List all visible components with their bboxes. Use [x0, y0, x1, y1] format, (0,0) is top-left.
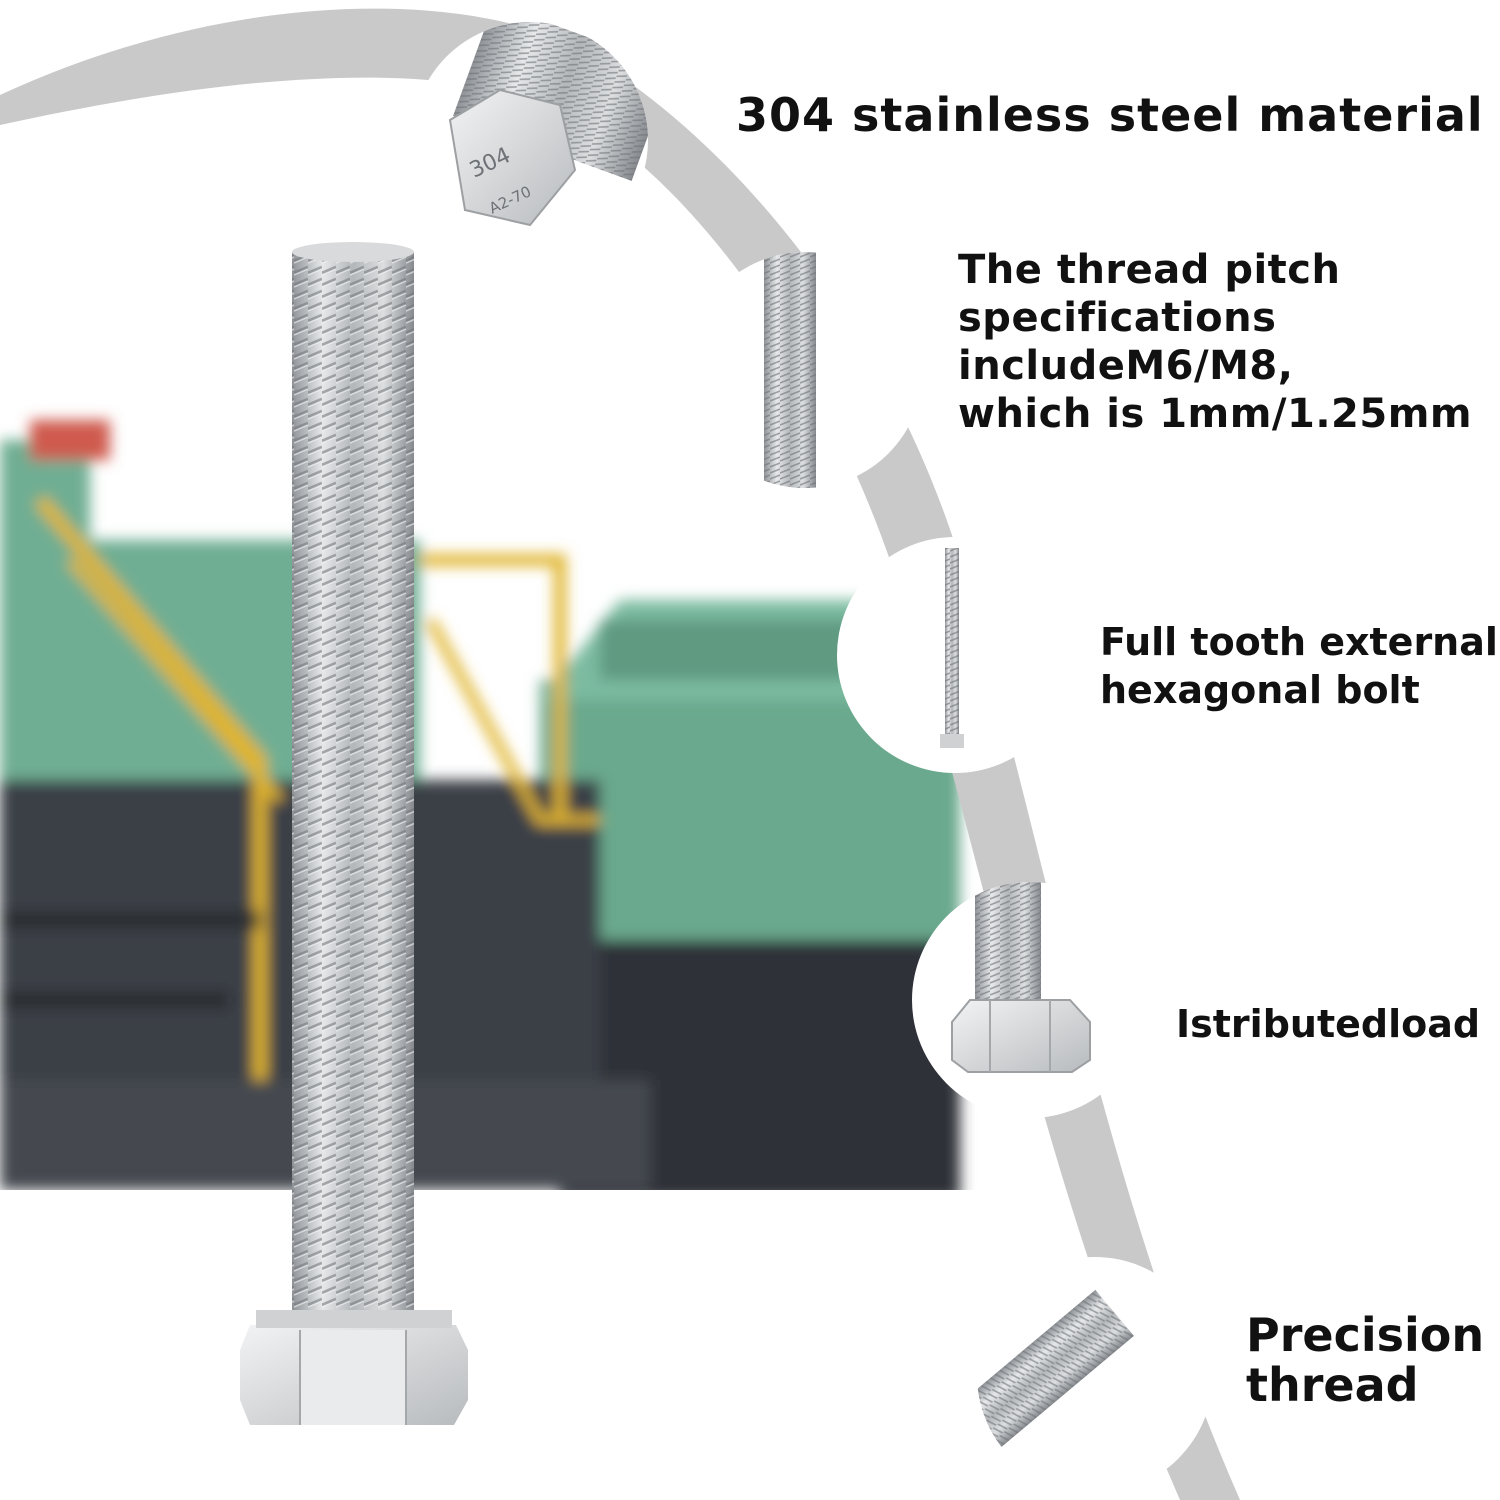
label-material: 304 stainless steel material [736, 88, 1484, 142]
label-full-tooth-line: hexagonal bolt [1100, 668, 1420, 712]
detail-circle-pitch [687, 252, 923, 488]
label-thread-pitch-line: The thread pitch [958, 247, 1341, 293]
factory-background [0, 420, 960, 1200]
detail-circle-full-tooth [837, 537, 1073, 773]
main-bolt [240, 242, 468, 1425]
label-distributed-load: Istributedload [1176, 1002, 1481, 1046]
label-precision-line: Precision [1246, 1308, 1485, 1362]
detail-circle-precision [977, 1257, 1213, 1493]
label-full-tooth: Full tooth external hexagonal bolt [1100, 618, 1498, 714]
label-full-tooth-line: Full tooth external [1100, 620, 1498, 664]
label-thread-pitch: The thread pitch specifications includeM… [958, 246, 1472, 438]
label-precision-line: thread [1246, 1358, 1419, 1412]
detail-circle-load [912, 882, 1148, 1118]
label-precision-thread: Precision thread [1246, 1310, 1484, 1410]
label-thread-pitch-line: which is 1mm/1.25mm [958, 391, 1473, 437]
detail-circle-material: 304 A2-70 [412, 22, 648, 258]
label-thread-pitch-line: includeM6/M8, [958, 343, 1294, 389]
label-thread-pitch-line: specifications [958, 295, 1277, 341]
